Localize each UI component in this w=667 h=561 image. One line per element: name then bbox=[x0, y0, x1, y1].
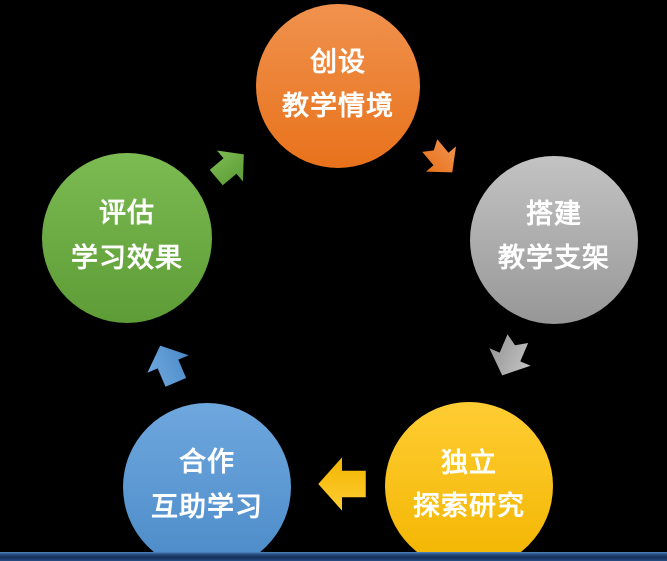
node-evaluate-effect-label-line1: 评估 bbox=[99, 198, 155, 228]
arrow-create-to-scaffold-icon bbox=[422, 139, 457, 173]
bottom-accent-bar bbox=[0, 552, 667, 561]
arrow-cooperate-to-evaluate-icon bbox=[147, 345, 189, 387]
node-evaluate-effect: 评估 学习效果 bbox=[42, 153, 212, 323]
arrow-explore-to-cooperate-icon bbox=[318, 457, 366, 511]
node-create-context-label-line2: 教学情境 bbox=[282, 90, 394, 121]
node-create-context-label-line1: 创设 bbox=[309, 47, 366, 77]
node-cooperative-learning: 合作 互助学习 bbox=[123, 403, 291, 561]
node-create-context-circle bbox=[256, 4, 420, 168]
node-independent-explore-label-line2: 探索研究 bbox=[413, 490, 525, 521]
node-build-scaffold-label-line2: 教学支架 bbox=[498, 242, 610, 273]
node-independent-explore-circle bbox=[385, 402, 553, 561]
node-cooperative-learning-label-line1: 合作 bbox=[179, 446, 235, 477]
node-cooperative-learning-circle bbox=[123, 403, 291, 561]
node-create-context: 创设 教学情境 bbox=[256, 4, 420, 168]
node-cooperative-learning-label-line2: 互助学习 bbox=[151, 491, 263, 522]
node-evaluate-effect-label-line2: 学习效果 bbox=[71, 242, 183, 273]
node-independent-explore-label-line1: 独立 bbox=[441, 447, 497, 478]
node-build-scaffold-circle bbox=[470, 156, 638, 324]
node-build-scaffold-label-line1: 搭建 bbox=[526, 199, 582, 229]
arrow-evaluate-to-create-icon bbox=[209, 150, 244, 186]
node-build-scaffold: 搭建 教学支架 bbox=[470, 156, 638, 324]
node-independent-explore: 独立 探索研究 bbox=[385, 402, 553, 561]
node-evaluate-effect-circle bbox=[42, 153, 212, 323]
arrow-scaffold-to-explore-icon bbox=[489, 334, 531, 376]
